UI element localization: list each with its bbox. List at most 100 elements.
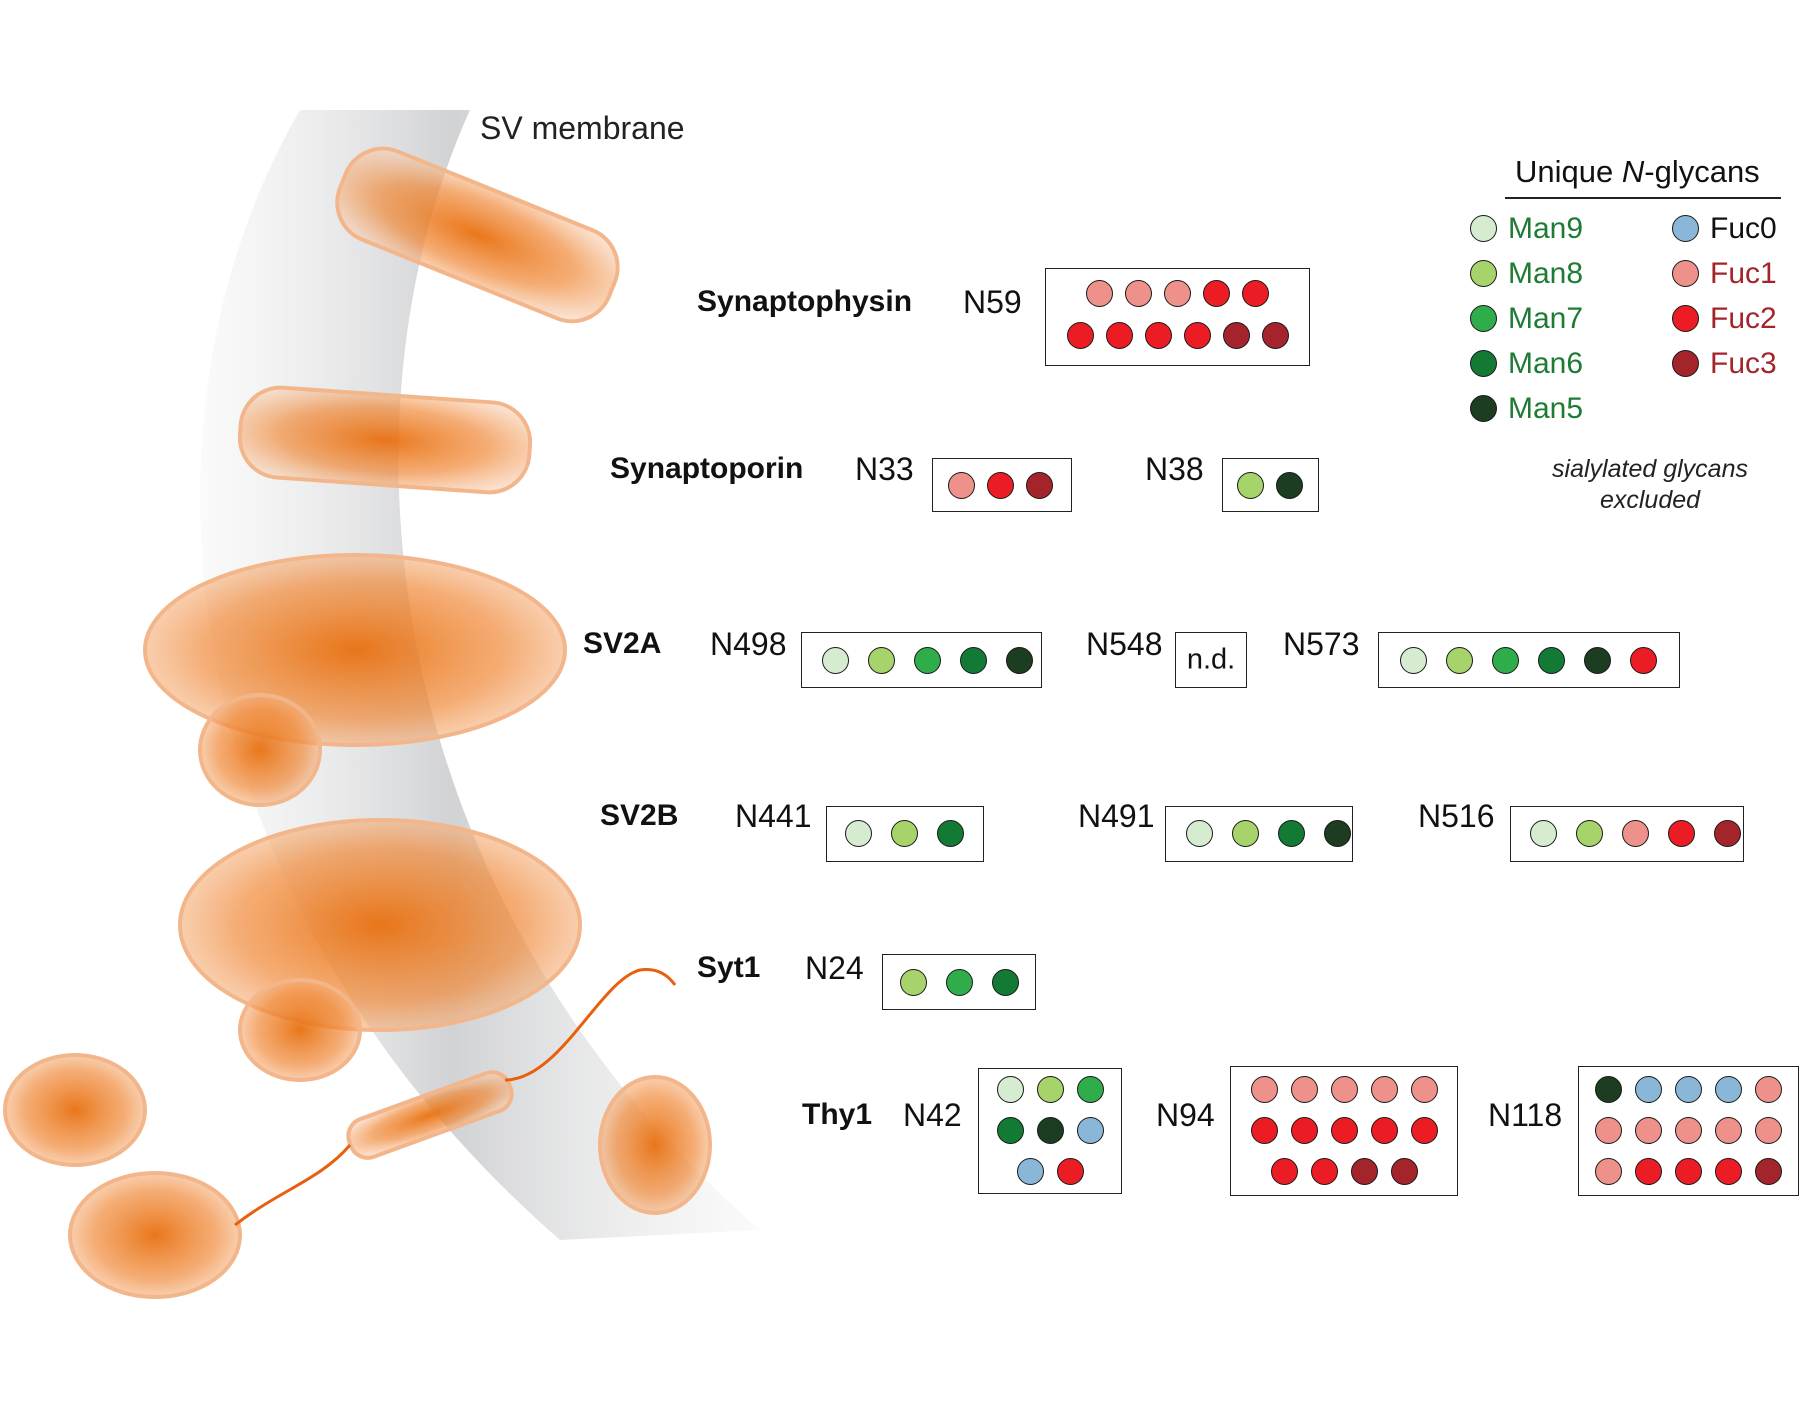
protein-name-synaptophysin: Synaptophysin — [697, 285, 913, 318]
glycan-dot-fuc1 — [1370, 1076, 1398, 1103]
glycan-dot-fuc1 — [1125, 280, 1152, 307]
protein-name-synaptoporin: Synaptoporin — [610, 452, 804, 485]
glycan-dot-fuc3 — [1755, 1158, 1782, 1185]
glycan-dot-fuc1 — [1635, 1117, 1662, 1144]
glycan-dot-man8 — [1232, 820, 1259, 847]
site-label-synaptoporin-n33: N33 — [855, 451, 914, 487]
glycan-dot-fuc1 — [1755, 1076, 1782, 1103]
glycan-dot-fuc2 — [1715, 1158, 1742, 1185]
glycan-dot-man6 — [960, 647, 987, 674]
site-label-sv2b-n516: N516 — [1418, 798, 1495, 834]
legend-dot-man6 — [1470, 350, 1497, 377]
synaptophysin-structure — [335, 146, 620, 324]
site-label-syt1-n24: N24 — [805, 950, 864, 986]
legend-rule — [1505, 197, 1781, 199]
glycan-dot-fuc1 — [1164, 280, 1191, 307]
glycan-dot-fuc2 — [1144, 322, 1172, 349]
glycan-dot-man5 — [1036, 1117, 1064, 1144]
legend-label-fuc2: Fuc2 — [1710, 302, 1777, 335]
legend-label-man9: Man9 — [1508, 212, 1584, 245]
glycan-dot-fuc2 — [1242, 280, 1269, 307]
glycan-dot-fuc1 — [1595, 1158, 1622, 1185]
glycan-dot-fuc1 — [1622, 820, 1649, 847]
glycan-dot-man7 — [1076, 1076, 1104, 1103]
glycan-dot-man8 — [900, 969, 927, 996]
glycan-dot-fuc2 — [1056, 1158, 1084, 1185]
legend-label-man8: Man8 — [1508, 257, 1584, 290]
glycan-dot-fuc1 — [1330, 1076, 1358, 1103]
glycan-dot-fuc1 — [1086, 280, 1113, 307]
glycan-dot-fuc2 — [1675, 1158, 1702, 1185]
glycan-dot-man6 — [1278, 820, 1305, 847]
glycan-dot-fuc1 — [1250, 1076, 1278, 1103]
glycan-dot-fuc1 — [1595, 1117, 1622, 1144]
legend-title: Unique N-glycans — [1515, 154, 1760, 189]
glycan-box-sv2a-n573 — [1378, 632, 1680, 688]
glycan-dot-man7 — [914, 647, 941, 674]
glycan-dot-fuc0 — [1076, 1117, 1104, 1144]
glycan-dot-man8 — [1036, 1076, 1064, 1103]
glycan-dot-man8 — [1237, 472, 1264, 499]
glycan-dot-man9 — [845, 820, 872, 847]
glycan-dot-man9 — [822, 647, 849, 674]
glycan-dot-man6 — [996, 1117, 1024, 1144]
legend-dot-fuc2 — [1672, 305, 1699, 332]
legend-label-fuc0: Fuc0 — [1710, 212, 1777, 245]
glycan-dot-man5 — [1324, 820, 1351, 847]
glycan-dot-man5 — [1276, 472, 1303, 499]
glycan-dot-man9 — [996, 1076, 1024, 1103]
membrane-label: SV membrane — [480, 110, 685, 146]
site-label-sv2b-n491: N491 — [1078, 798, 1155, 834]
legend-dot-man8 — [1470, 260, 1497, 287]
glycan-dot-fuc1 — [948, 472, 975, 499]
glycan-dot-man9 — [1400, 647, 1427, 674]
glycan-dot-fuc2 — [987, 472, 1014, 499]
glycan-dot-man5 — [1006, 647, 1033, 674]
glycan-box-sv2a-n548 — [1175, 632, 1247, 688]
glycan-dot-man8 — [891, 820, 918, 847]
glycan-dot-man6 — [1538, 647, 1565, 674]
sv2a-structure — [143, 553, 567, 807]
glycan-dot-man6 — [992, 969, 1019, 996]
glycan-dot-fuc3 — [1390, 1158, 1418, 1185]
glycan-dot-fuc2 — [1635, 1158, 1662, 1185]
glycan-dot-fuc2 — [1330, 1117, 1358, 1144]
glycan-dot-fuc2 — [1370, 1117, 1398, 1144]
glycan-dot-man6 — [937, 820, 964, 847]
sv2b-structure — [178, 818, 582, 1082]
glycan-dot-man5 — [1584, 647, 1611, 674]
thy1-structure — [598, 1075, 712, 1215]
legend-label-man5: Man5 — [1508, 392, 1584, 425]
protein-name-sv2b: SV2B — [600, 799, 679, 832]
glycan-dot-fuc2 — [1410, 1117, 1438, 1144]
site-label-sv2b-n441: N441 — [735, 798, 812, 834]
legend-dot-fuc1 — [1672, 260, 1699, 287]
legend-dot-man5 — [1470, 395, 1497, 422]
glycan-dot-man8 — [868, 647, 895, 674]
site-label-synaptoporin-n38: N38 — [1145, 451, 1204, 487]
glycan-dot-fuc0 — [1635, 1076, 1662, 1103]
protein-name-syt1: Syt1 — [697, 951, 761, 984]
glycan-dot-man9 — [1530, 820, 1557, 847]
glycan-dot-fuc2 — [1290, 1117, 1318, 1144]
glycan-dot-fuc1 — [1410, 1076, 1438, 1103]
glycan-dot-fuc2 — [1250, 1117, 1278, 1144]
not-determined-label: n.d. — [1186, 643, 1236, 676]
glycan-dot-fuc3 — [1222, 322, 1250, 349]
site-label-thy1-n42: N42 — [903, 1097, 962, 1133]
glycan-dot-fuc2 — [1066, 322, 1094, 349]
synaptoporin-structure — [237, 385, 533, 495]
glycan-dot-fuc2 — [1630, 647, 1657, 674]
legend-label-man7: Man7 — [1508, 302, 1584, 335]
site-label-sv2a-n548: N548 — [1086, 626, 1163, 662]
glycan-dot-man8 — [1446, 647, 1473, 674]
legend-dot-man7 — [1470, 305, 1497, 332]
glycan-dot-man8 — [1576, 820, 1603, 847]
glycan-dot-fuc2 — [1203, 280, 1230, 307]
glycan-dot-fuc2 — [1183, 322, 1211, 349]
legend-dot-man9 — [1470, 215, 1497, 242]
glycan-dot-fuc1 — [1715, 1117, 1742, 1144]
glycan-dot-fuc3 — [1714, 820, 1741, 847]
legend-label-fuc1: Fuc1 — [1710, 257, 1777, 290]
